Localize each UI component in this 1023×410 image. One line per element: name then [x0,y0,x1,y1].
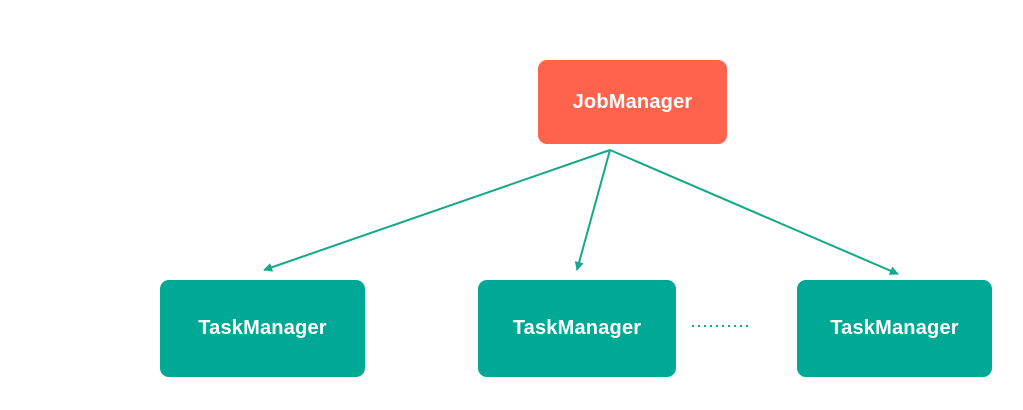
task-manager-label-1: TaskManager [198,317,327,339]
task-manager-node-2[interactable]: TaskManager [478,280,676,377]
task-manager-label-2: TaskManager [512,317,642,339]
task-manager-node-3[interactable]: TaskManager [797,280,992,377]
ellipsis-dots [692,325,748,327]
edge-job-to-task-2 [574,149,611,271]
edge-job-to-task-1 [263,149,611,272]
job-manager-node[interactable]: JobManager [538,60,727,144]
task-manager-label-3: TaskManager [830,317,959,339]
task-manager-node-1[interactable]: TaskManager [160,280,365,377]
edge-job-to-task-3 [609,149,899,275]
job-manager-label: JobManager [572,90,693,113]
